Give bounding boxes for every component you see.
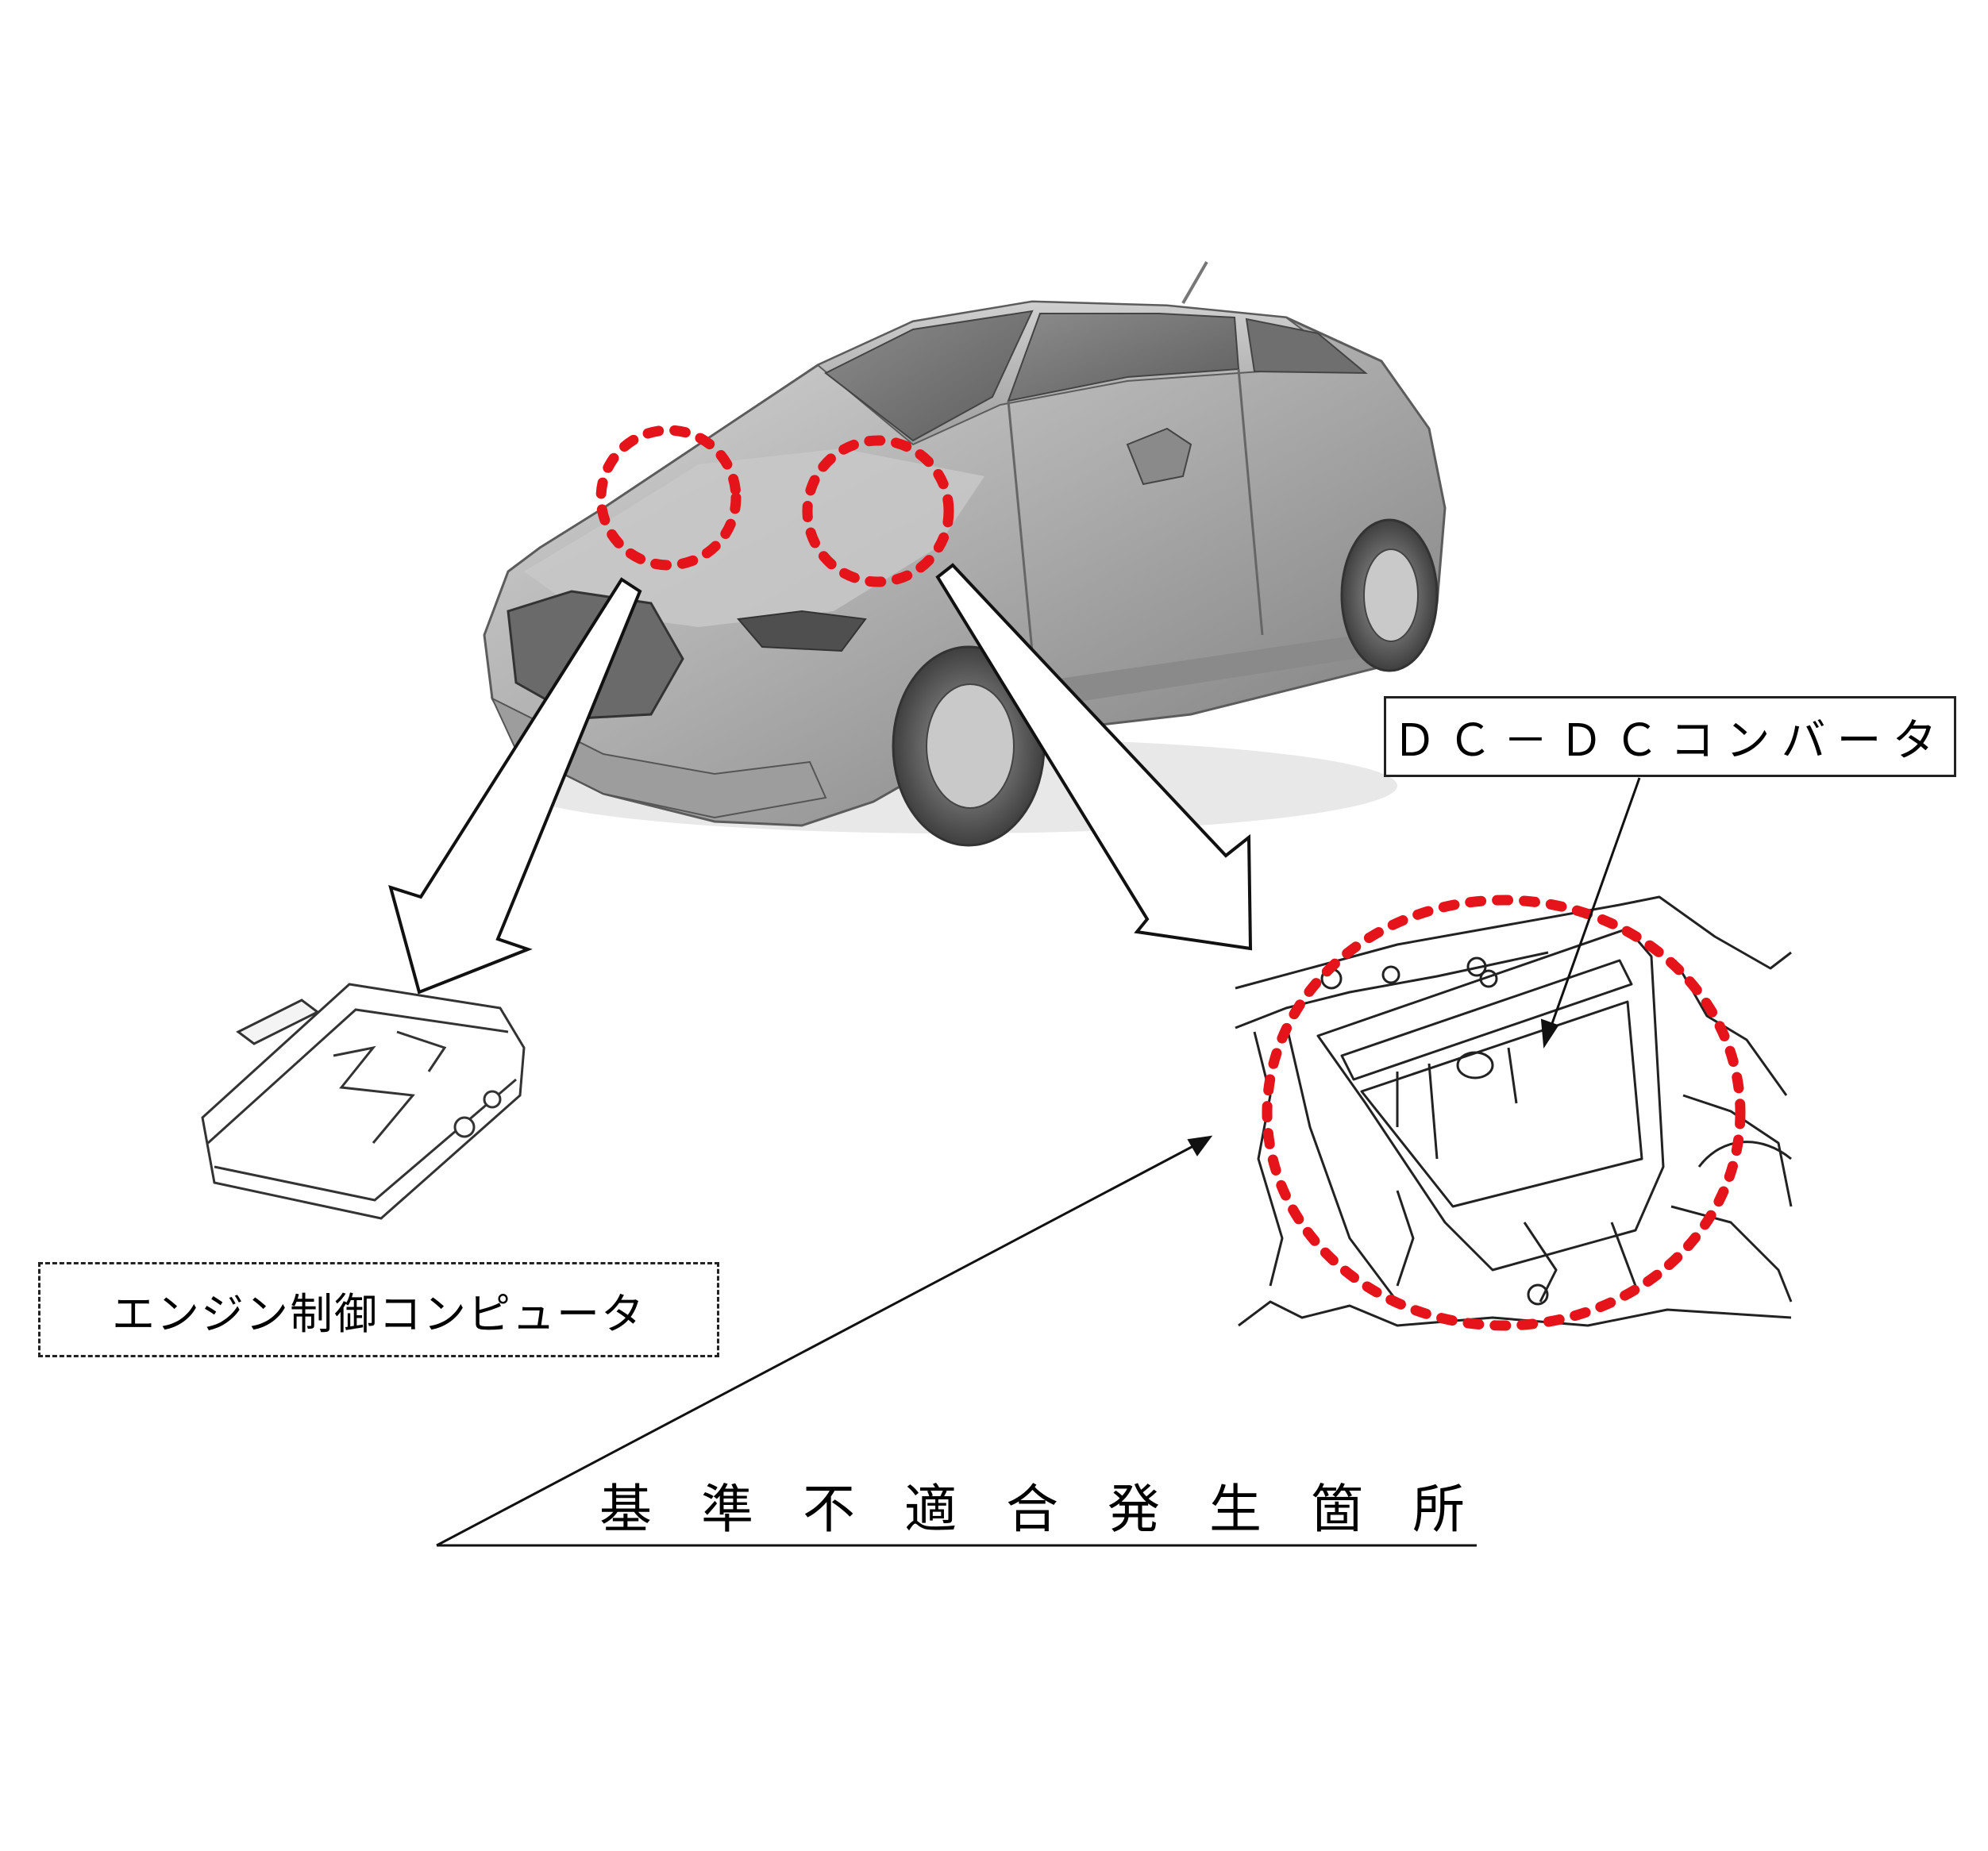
defect-leader-arrowhead bbox=[1187, 1135, 1213, 1156]
defect-location-label: 基準不適合発生箇所 bbox=[599, 1479, 1514, 1540]
defect-leader-line bbox=[436, 1138, 1206, 1547]
ecu-highlight-circle bbox=[595, 425, 742, 571]
dcdc-highlight-circle bbox=[802, 435, 954, 587]
engine-ecu-illustration bbox=[201, 983, 526, 1220]
dcdc-callout-arrow bbox=[935, 563, 1253, 951]
engine-ecu-label: エンジン制御コンピュータ bbox=[38, 1262, 719, 1357]
dcdc-label-leader bbox=[1549, 777, 1641, 1029]
dcdc-label-arrowhead bbox=[1540, 1018, 1559, 1049]
defect-highlight-circle bbox=[1262, 895, 1746, 1331]
engine-bay-detail-illustration bbox=[1235, 895, 1793, 1327]
dcdc-converter-label: ＤＣ－ＤＣコンバータ bbox=[1384, 696, 1956, 777]
ecu-callout-arrow bbox=[388, 577, 642, 995]
